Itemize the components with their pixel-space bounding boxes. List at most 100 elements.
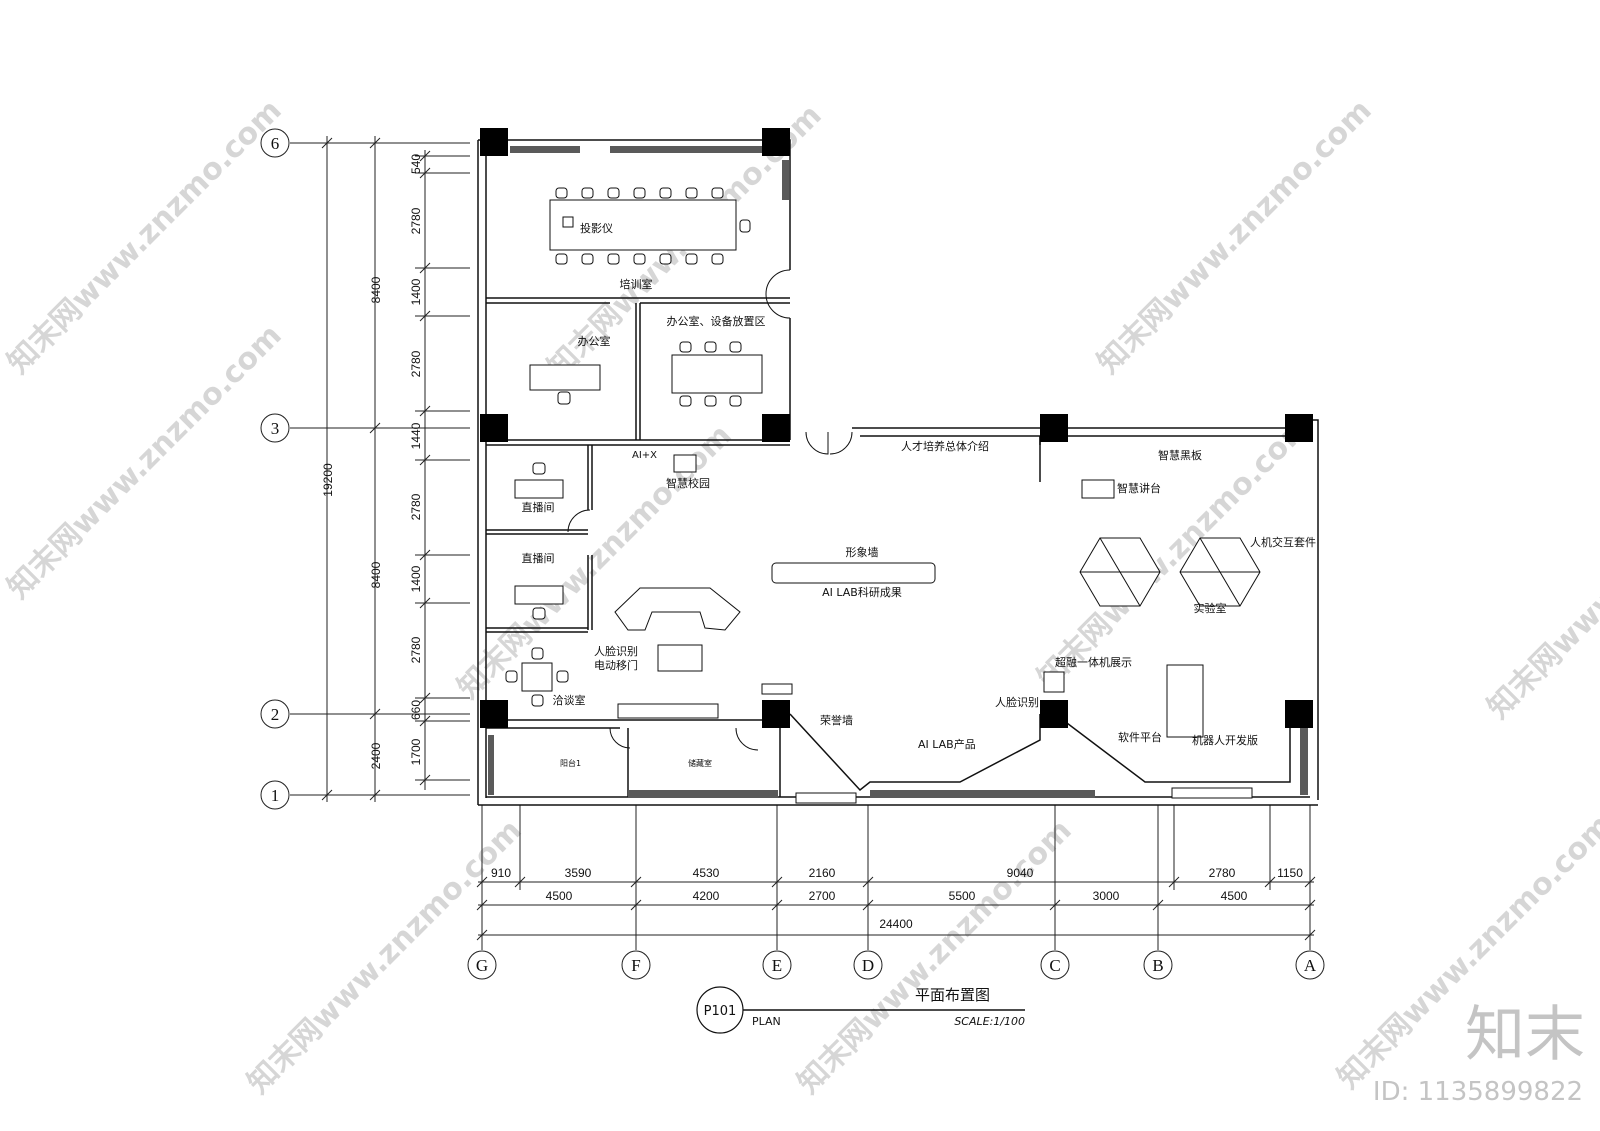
label-smart-blackboard: 智慧黑板 (1158, 448, 1202, 462)
label-talent-intro: 人才培养总体介绍 (901, 439, 989, 453)
left-dim-labels: 19200 8400 8400 2400 540 2780 1400 2780 … (321, 154, 423, 770)
label-display-machine: 超融一体机展示 (1055, 655, 1132, 669)
axis-bubble (1040, 950, 1070, 980)
dim-label: 540 (409, 154, 423, 174)
watermark-text: 知末网www.znzmo.com (1481, 438, 1600, 726)
label-face-door: 人脸识别 (594, 644, 638, 658)
label-robot-dev-board: 机器人开发版 (1192, 733, 1258, 747)
label-research-results: AI LAB科研成果 (822, 585, 902, 599)
axis-label: 1 (271, 786, 280, 805)
axis-bubble (260, 413, 290, 443)
axis-bubble (260, 128, 290, 158)
column (762, 414, 790, 442)
dim-label: 2780 (409, 350, 423, 377)
label-live-room: 直播间 (522, 551, 555, 565)
dim-total-label: 19200 (321, 463, 335, 497)
room-labels: 投影仪 培训室 办公室 办公室、设备放置区 AI+X 智慧校园 直播间 直播间 … (522, 221, 1317, 768)
structural-columns (480, 128, 1313, 728)
watermark-layer: 知末网www.znzmo.com 知末网www.znzmo.com 知末网www… (1, 93, 1600, 1101)
bottom-dim-labels: 910 3590 4530 2160 9040 2780 1150 4500 4… (491, 866, 1303, 931)
column (1285, 700, 1313, 728)
building-walls (477, 139, 1319, 806)
label-software-platform: 软件平台 (1118, 730, 1162, 744)
axis-bubble (260, 780, 290, 810)
dim-label: 2780 (409, 493, 423, 520)
axis-label: 3 (271, 419, 280, 438)
axis-bubble (762, 950, 792, 980)
door-swing (765, 269, 791, 295)
bottom-axis-lines (478, 805, 1314, 950)
label-face-recognition: 人脸识别 (995, 695, 1039, 709)
drawing-subtitle: PLAN (752, 1015, 781, 1028)
dim-label: 1150 (1277, 866, 1303, 880)
watermark-text: 知末网www.znzmo.com (791, 813, 1079, 1101)
axis-bubble (467, 950, 497, 980)
dim-label: 2700 (809, 889, 836, 903)
axis-bubbles-bottom: G F E D C B A (467, 950, 1325, 980)
axis-label: E (772, 956, 782, 975)
dim-label: 8400 (369, 561, 383, 588)
column (762, 128, 790, 156)
dim-label: 4500 (546, 889, 573, 903)
dim-label: 660 (409, 700, 423, 720)
axis-bubble (260, 699, 290, 729)
dim-label: 2400 (369, 742, 383, 769)
label-negotiation-room: 洽谈室 (553, 693, 586, 707)
axis-label: C (1049, 956, 1060, 975)
column (762, 700, 790, 728)
drawing-title: 平面布置图 (915, 986, 990, 1004)
column (1285, 414, 1313, 442)
dim-label: 2780 (409, 636, 423, 663)
dim-label: 1400 (409, 278, 423, 305)
label-storage: 储藏室 (688, 758, 712, 768)
bottom-dim-ticks (476, 876, 1316, 941)
label-image-wall: 形象墙 (846, 545, 879, 559)
dim-label: 1440 (409, 422, 423, 449)
dim-label: 910 (491, 866, 511, 880)
dim-label: 5500 (949, 889, 976, 903)
dim-label: 4530 (693, 866, 720, 880)
image-id: ID: 1135899822 (1373, 1077, 1583, 1107)
axis-bubbles-left: 6 3 2 1 (260, 128, 290, 810)
door-swing (829, 431, 853, 455)
dim-label: 2160 (809, 866, 836, 880)
label-training-room: 培训室 (620, 277, 653, 291)
conference-table (549, 199, 737, 251)
axis-label: B (1152, 956, 1163, 975)
dim-label: 9040 (1007, 866, 1034, 880)
axis-bubble (1295, 950, 1325, 980)
training-furniture (549, 187, 751, 265)
dim-label: 4500 (1221, 889, 1248, 903)
axis-bubble (853, 950, 883, 980)
dim-label: 3000 (1093, 889, 1120, 903)
door-swing (735, 727, 759, 751)
axis-label: A (1304, 956, 1317, 975)
dim-label: 2780 (1209, 866, 1236, 880)
column (1040, 700, 1068, 728)
column (480, 128, 508, 156)
brand-logo-text: 知末 (1465, 1000, 1585, 1070)
label-smart-podium: 智慧讲台 (1117, 481, 1161, 495)
dim-label: 3590 (565, 866, 592, 880)
door-swing (805, 431, 829, 455)
brand-watermark: 知末 ID: 1135899822 (1373, 1000, 1585, 1107)
left-dim-ticks (321, 137, 470, 801)
dim-total-label: 24400 (879, 917, 913, 931)
axis-bubble (1143, 950, 1173, 980)
column (1040, 414, 1068, 442)
axis-label: 6 (271, 134, 280, 153)
axis-label: 2 (271, 705, 280, 724)
projector-box (562, 216, 574, 228)
axis-label: D (862, 956, 874, 975)
door-swing (765, 293, 791, 319)
label-face-door: 电动移门 (594, 658, 638, 672)
label-office: 办公室 (578, 334, 611, 348)
door-swing (609, 727, 631, 749)
label-live-room: 直播间 (522, 500, 555, 514)
axis-label: F (631, 956, 640, 975)
title-block: P101 平面布置图 PLAN SCALE:1/100 (696, 986, 1025, 1034)
doors (567, 269, 853, 751)
label-ai-x: AI+X (632, 450, 657, 461)
label-hci-kit: 人机交互套件 (1250, 535, 1316, 549)
